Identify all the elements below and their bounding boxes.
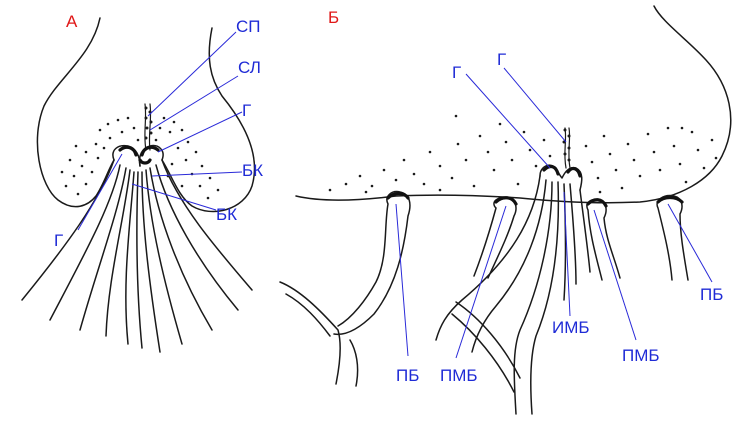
- panel-b-pmb-left: [473, 196, 517, 279]
- leader-lines: [77, 31, 713, 359]
- panel-b-cap: [494, 196, 518, 206]
- panel-a-fibres: [21, 159, 253, 353]
- panel-b-drawing: [279, 5, 732, 415]
- panel-a-hair-shaft: [144, 103, 147, 151]
- label-b-g-2: Г: [497, 50, 506, 69]
- label-a-g-left: Г: [54, 231, 63, 250]
- panel-a-epithelium: [138, 158, 152, 165]
- label-a-bk-2: БК: [216, 205, 237, 224]
- label-a-sp: СП: [236, 17, 261, 36]
- panel-label-a: А: [66, 12, 78, 31]
- label-b-pmb-left: ПМБ: [440, 366, 478, 385]
- panel-a-epithelium: [118, 145, 138, 157]
- label-a-bk-1: БК: [242, 161, 263, 180]
- panel-b-stipple: [328, 114, 718, 194]
- label-a-sl: СЛ: [238, 58, 261, 77]
- panel-b-outline: [295, 5, 732, 204]
- panel-b-cap: [586, 198, 608, 208]
- label-b-pb-right: ПБ: [700, 285, 723, 304]
- panel-b-hair-shaft: [568, 127, 571, 169]
- label-b-g-1: Г: [452, 63, 461, 82]
- panel-a-stipple: [60, 106, 220, 200]
- panel-b-hair-shaft: [564, 127, 567, 169]
- label-b-pmb-right: ПМБ: [622, 346, 660, 365]
- panel-b-epithelium: [566, 166, 582, 178]
- panel-b-branch-left: [349, 339, 359, 387]
- panel-b-free-ending-right: [656, 194, 689, 281]
- panel-b-branch-left: [279, 281, 341, 385]
- label-b-pb-left: ПБ: [396, 366, 419, 385]
- panel-b-cap: [656, 195, 684, 204]
- panel-b-cap: [386, 191, 410, 200]
- label-a-g-right: Г: [242, 101, 251, 120]
- panel-a-drawing: [21, 17, 256, 353]
- panel-label-b: Б: [328, 8, 339, 27]
- panel-b-free-ending-left: [333, 190, 411, 336]
- label-b-imb: ИМБ: [552, 318, 590, 337]
- panel-a-epithelium: [140, 145, 160, 157]
- labels: А Б СП СЛ Г БК БК Г Г Г ПБ ПМБ ИМБ ПМБ П…: [54, 8, 723, 385]
- panel-b-epithelium: [542, 164, 560, 176]
- panel-b-central-bundle: [435, 175, 591, 415]
